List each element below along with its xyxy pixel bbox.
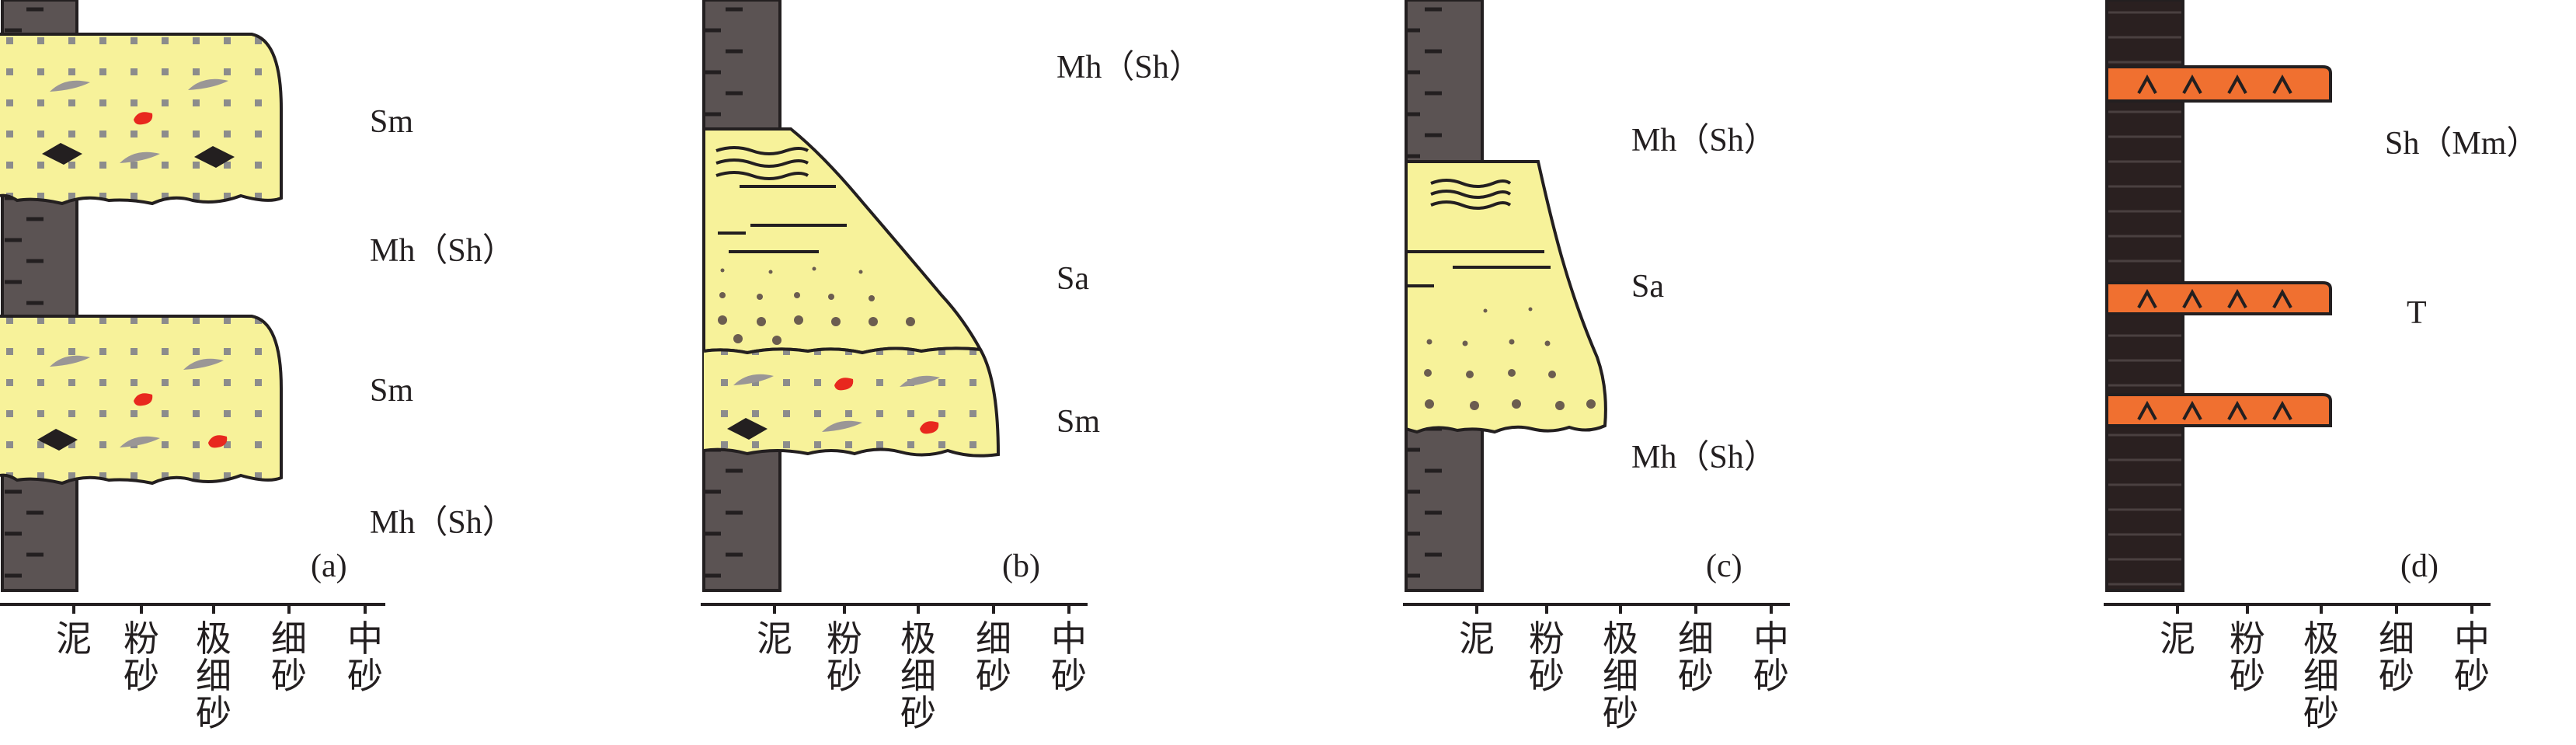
grain-label: 砂 <box>1678 655 1714 697</box>
grain-axis-b: 泥 粉 砂 极 细 砂 细 砂 中 砂 <box>701 603 1088 734</box>
facies-label: Mh（Sh） <box>1057 50 1202 85</box>
tuff-bed-d-3 <box>2105 393 2332 427</box>
tuff-bed-d-1 <box>2105 65 2332 103</box>
grain-label: 砂 <box>2379 655 2414 697</box>
grain-label: 泥 <box>56 618 92 660</box>
grain-label: 细 <box>1678 618 1714 660</box>
grain-label: 砂 <box>2230 655 2265 697</box>
facies-label: Sm <box>370 373 413 409</box>
facies-label: Mh（Sh） <box>370 505 515 541</box>
grain-label: 中 <box>1051 618 1087 660</box>
panel-label-d: (d) <box>2400 548 2438 584</box>
facies-label: Mh（Sh） <box>1631 440 1777 475</box>
grain-label: 粉 <box>827 618 862 660</box>
grain-label: 砂 <box>196 692 231 734</box>
panel-a: Sm Mh（Sh） Sm Mh（Sh） (a) 泥 粉 砂 极 细 砂 细 砂 … <box>0 0 515 734</box>
grain-axis-c: 泥 粉 砂 极 细 砂 细 砂 中 砂 <box>1403 603 1790 734</box>
facies-label: T <box>2407 295 2427 331</box>
panel-d: Sh（Mm） T (d) 泥 粉 砂 极 细 砂 细 砂 中 砂 <box>2104 0 2539 734</box>
panel-b: Mh（Sh） Sa Sm (b) 泥 粉 砂 极 细 砂 细 砂 中 砂 <box>701 0 1202 734</box>
grain-label: 粉 <box>1529 618 1565 660</box>
panel-label-b: (b) <box>1002 548 1040 584</box>
grain-label: 中 <box>347 618 383 660</box>
facies-label: Sa <box>1057 261 1089 297</box>
sand-bed-b-upper <box>702 127 983 355</box>
grain-label: 粉 <box>124 618 159 660</box>
grain-axis-d: 泥 粉 砂 极 细 砂 细 砂 中 砂 <box>2104 603 2491 734</box>
facies-label: Mh（Sh） <box>370 233 515 269</box>
sand-bed-b-lower <box>703 346 1001 458</box>
grain-label: 中 <box>2454 618 2490 660</box>
grain-label: 细 <box>1603 655 1638 697</box>
facies-label: Sm <box>370 104 413 140</box>
facies-label: Sh（Mm） <box>2385 126 2539 162</box>
grain-label: 砂 <box>1603 692 1638 734</box>
grain-label: 砂 <box>827 655 862 697</box>
grain-label: 泥 <box>757 618 792 660</box>
sand-bed-a-lower <box>0 315 283 486</box>
grain-label: 砂 <box>1753 655 1789 697</box>
grain-label: 极 <box>196 618 231 660</box>
grain-axis-a: 泥 粉 砂 极 细 砂 细 砂 中 砂 <box>0 603 385 734</box>
panel-label-c: (c) <box>1706 548 1742 584</box>
grain-label: 细 <box>976 618 1011 660</box>
grain-label: 中 <box>1753 618 1789 660</box>
grain-label: 砂 <box>1051 655 1087 697</box>
grain-label: 细 <box>271 618 307 660</box>
grain-label: 砂 <box>900 692 936 734</box>
grain-label: 砂 <box>347 655 383 697</box>
grain-label: 砂 <box>271 655 307 697</box>
sand-bed-c <box>1405 160 1607 434</box>
grain-label: 砂 <box>124 655 159 697</box>
grain-label: 极 <box>2303 618 2339 660</box>
grain-label: 细 <box>2303 655 2339 697</box>
grain-label: 细 <box>2379 618 2414 660</box>
grain-label: 泥 <box>1459 618 1495 660</box>
grain-label: 砂 <box>2454 655 2490 697</box>
grain-label: 砂 <box>1529 655 1565 697</box>
grain-label: 细 <box>900 655 936 697</box>
grain-label: 极 <box>1603 618 1638 660</box>
grain-label: 粉 <box>2230 618 2265 660</box>
grain-label: 砂 <box>2303 692 2339 734</box>
facies-label: Mh（Sh） <box>1631 123 1777 158</box>
facies-label: Sm <box>1057 404 1100 440</box>
grain-label: 砂 <box>976 655 1011 697</box>
panel-c: Mh（Sh） Sa Mh（Sh） (c) 泥 粉 砂 极 细 砂 细 砂 中 砂 <box>1403 0 1790 734</box>
tuff-bed-d-2 <box>2105 281 2332 315</box>
panel-label-a: (a) <box>311 548 347 584</box>
grain-label: 泥 <box>2160 618 2195 660</box>
facies-label: Sa <box>1631 269 1664 305</box>
grain-label: 极 <box>900 618 936 660</box>
grain-label: 细 <box>196 655 231 697</box>
sand-bed-a-upper <box>0 33 283 206</box>
